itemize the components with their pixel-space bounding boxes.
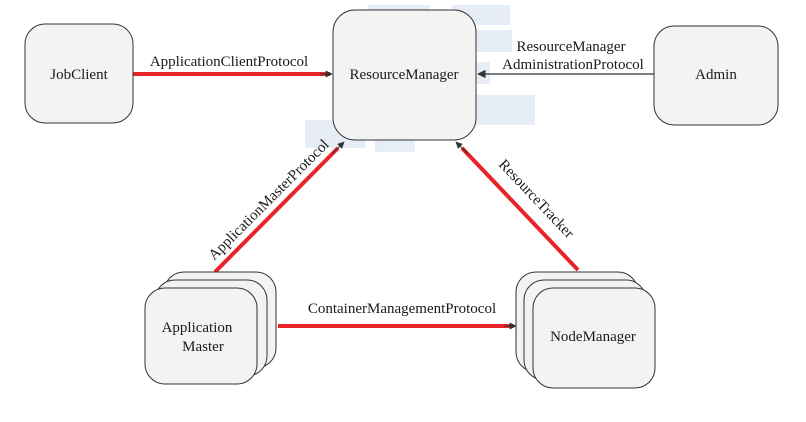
node-label-appmaster-line2: Master [182, 339, 224, 355]
edge-label-am-nm: ContainerManagementProtocol [308, 301, 496, 317]
edge-client-to-rm: ApplicationClientProtocol [133, 54, 333, 78]
edge-label-client-rm: ApplicationClientProtocol [150, 54, 308, 70]
node-label-admin: Admin [695, 67, 737, 83]
node-label-appmaster-line1: Application [162, 320, 233, 336]
node-label-nodemanager: NodeManager [550, 329, 636, 345]
node-admin: Admin [653, 25, 779, 126]
edge-label-admin-rm-line1: ResourceManager [516, 39, 625, 55]
node-label-jobclient: JobClient [50, 67, 108, 83]
edge-am-to-rm: ApplicationMasterProtocol [206, 137, 345, 274]
node-nodemanager: NodeManager [515, 271, 656, 389]
node-resourcemanager: ResourceManager [332, 9, 477, 141]
edge-admin-to-rm: ResourceManager AdministrationProtocol [477, 39, 654, 79]
edge-label-admin-rm-line2: AdministrationProtocol [502, 57, 644, 73]
edge-label-nm-rm: ResourceTracker [495, 157, 577, 242]
edge-nm-to-rm: ResourceTracker [455, 141, 580, 272]
node-jobclient: JobClient [24, 23, 134, 124]
node-application-master: Application Master [144, 271, 277, 385]
edge-am-to-nm: ContainerManagementProtocol [278, 301, 517, 330]
node-label-resourcemanager: ResourceManager [349, 67, 458, 83]
edge-label-am-rm: ApplicationMasterProtocol [206, 137, 333, 264]
